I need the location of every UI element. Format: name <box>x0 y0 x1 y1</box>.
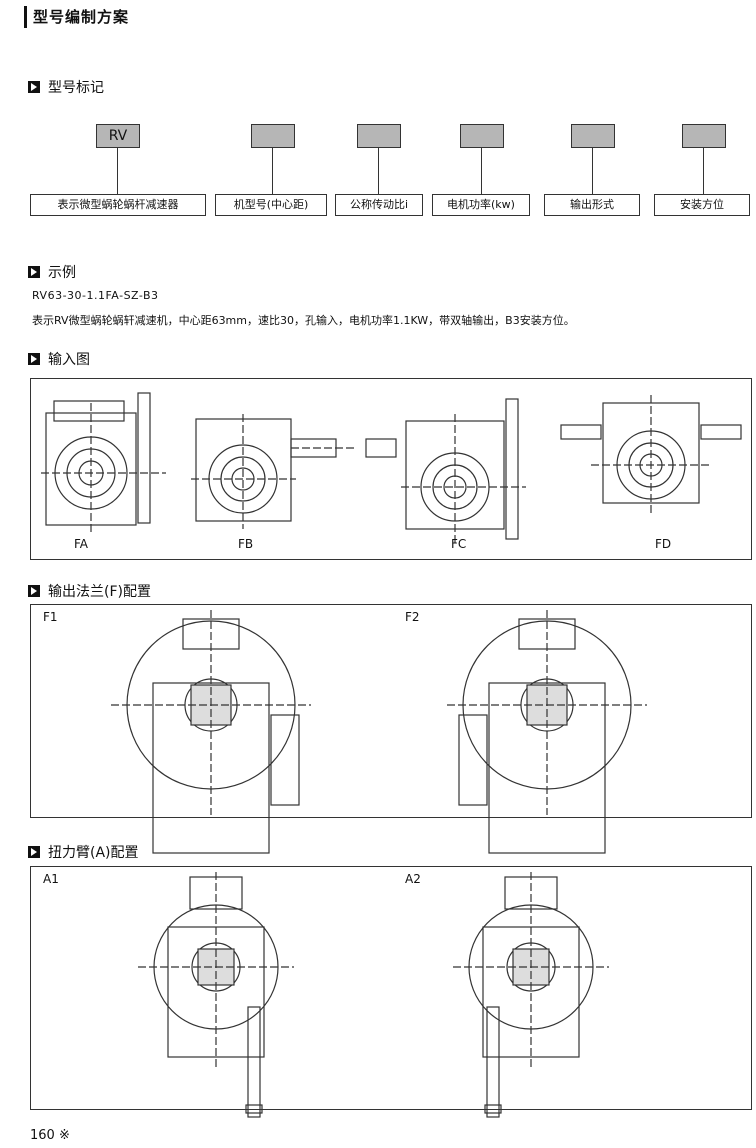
page-title: 型号编制方案 <box>33 8 130 26</box>
title-bar-accent <box>24 6 27 28</box>
code-box-mount <box>682 124 726 148</box>
torque-arm-drawings <box>138 872 609 1118</box>
section-example: 示例 <box>28 262 76 282</box>
connector-line <box>117 148 118 194</box>
section-arrow-icon <box>28 266 40 278</box>
example-description: 表示RV微型蜗轮蜗轩减速机，中心距63mm，速比30，孔输入，电机功率1.1KW… <box>32 314 575 327</box>
label-output-form: 输出形式 <box>544 194 640 216</box>
input-diagram-frame <box>30 378 752 560</box>
section-arrow-icon <box>28 81 40 93</box>
label-model-size: 机型号(中心距) <box>215 194 327 216</box>
flange-drawing-f2 <box>447 610 647 854</box>
caption-f2: F2 <box>405 610 420 624</box>
connector-line <box>272 148 273 194</box>
section-flange: 输出法兰(F)配置 <box>28 581 151 601</box>
section-heading: 输出法兰(F)配置 <box>48 584 151 600</box>
code-box-output <box>571 124 615 148</box>
connector-line <box>481 148 482 194</box>
caption-fb: FB <box>238 537 254 551</box>
connector-line <box>378 148 379 194</box>
label-ratio: 公称传动比i <box>335 194 423 216</box>
caption-fa: FA <box>74 537 89 551</box>
section-arrow-icon <box>28 846 40 858</box>
label-mount-position: 安装方位 <box>654 194 750 216</box>
input-diagram-drawings <box>41 392 742 544</box>
section-torque-arm: 扭力臂(A)配置 <box>28 842 139 862</box>
section-model-mark: 型号标记 <box>28 77 104 97</box>
gearbox-drawing-fa <box>41 392 166 533</box>
example-code: RV63-30-1.1FA-SZ-B3 <box>32 289 159 302</box>
section-arrow-icon <box>28 585 40 597</box>
connector-line <box>703 148 704 194</box>
section-heading: 示例 <box>48 265 76 281</box>
code-box-power <box>460 124 504 148</box>
caption-a2: A2 <box>405 872 421 886</box>
label-power: 电机功率(kw) <box>432 194 530 216</box>
section-arrow-icon <box>28 353 40 365</box>
caption-fd: FD <box>655 537 672 551</box>
flange-drawing-f1 <box>111 610 311 854</box>
torque-arm-drawing-a1 <box>138 872 294 1118</box>
flange-frame <box>30 604 752 854</box>
caption-f1: F1 <box>43 610 58 624</box>
gearbox-drawing-fc <box>365 398 526 544</box>
section-heading: 输入图 <box>48 352 90 368</box>
section-heading: 扭力臂(A)配置 <box>48 845 139 861</box>
flange-drawings <box>111 610 647 854</box>
connector-line <box>592 148 593 194</box>
caption-fc: FC <box>451 537 467 551</box>
section-input-diagram: 输入图 <box>28 349 90 369</box>
label-reducer-type: 表示微型蜗轮蜗杆减速器 <box>30 194 206 216</box>
code-box-size <box>251 124 295 148</box>
code-box-ratio <box>357 124 401 148</box>
gearbox-drawing-fd <box>560 395 742 515</box>
page-number: 160 ※ <box>30 1128 70 1143</box>
gearbox-drawing-fb <box>191 414 356 529</box>
torque-arm-drawing-a2 <box>453 872 609 1118</box>
caption-a1: A1 <box>43 872 59 886</box>
torque-arm-frame <box>30 866 752 1118</box>
section-heading: 型号标记 <box>48 80 104 96</box>
code-box-rv: RV <box>96 124 140 148</box>
